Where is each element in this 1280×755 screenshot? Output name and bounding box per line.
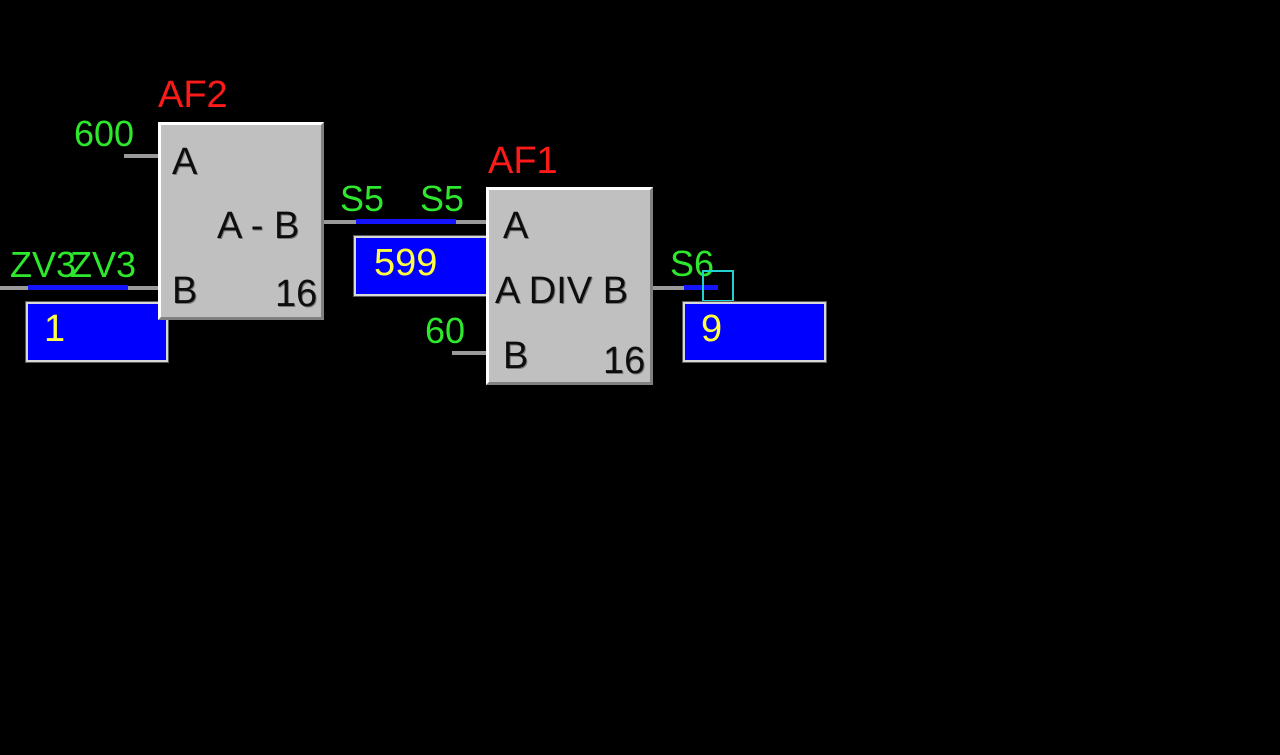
- af2-input-b-value-box[interactable]: 1: [25, 301, 169, 363]
- af1-operation-label: A DIV B: [495, 270, 629, 312]
- s5-value-box[interactable]: 599: [353, 235, 497, 297]
- af2-input-b-variable: ZV3: [10, 244, 77, 285]
- af1-input-a-variable: S5: [420, 178, 465, 219]
- af2-bit-width: 16: [275, 273, 318, 315]
- af1-output-active-wire: [684, 285, 718, 290]
- s5-value: 599: [374, 242, 438, 284]
- af1-output-wire: [653, 286, 703, 290]
- af1-output-value: 9: [701, 308, 723, 350]
- af2-output-variable: S5: [340, 178, 385, 219]
- af2-input-a-constant: 600: [74, 113, 135, 154]
- af2-input-b-value: 1: [44, 308, 66, 350]
- af2-input-b-variable-overlap: ZV3: [70, 244, 137, 285]
- selection-cursor[interactable]: [702, 270, 734, 302]
- af1-output-variable: S6: [670, 243, 715, 284]
- af2-operation-label: A - B: [217, 205, 300, 247]
- af1-input-b-label: B: [503, 335, 529, 377]
- af2-subtract-block[interactable]: A A - B B 16: [158, 122, 324, 320]
- af2-block-name: AF2: [158, 74, 228, 116]
- af1-div-block[interactable]: A A DIV B B 16: [486, 187, 653, 385]
- s5-active-wire: [356, 219, 456, 224]
- af1-input-b-constant: 60: [425, 310, 466, 351]
- af1-output-value-box[interactable]: 9: [682, 301, 827, 363]
- af1-block-name: AF1: [488, 140, 558, 182]
- af1-bit-width: 16: [603, 340, 646, 382]
- af1-input-a-label: A: [503, 205, 529, 247]
- af2-input-a-wire: [124, 154, 160, 158]
- af2-input-a-label: A: [172, 141, 198, 183]
- af1-input-b-wire: [452, 351, 488, 355]
- af2-input-b-active-wire: [28, 285, 128, 290]
- af2-input-b-label: B: [172, 270, 198, 312]
